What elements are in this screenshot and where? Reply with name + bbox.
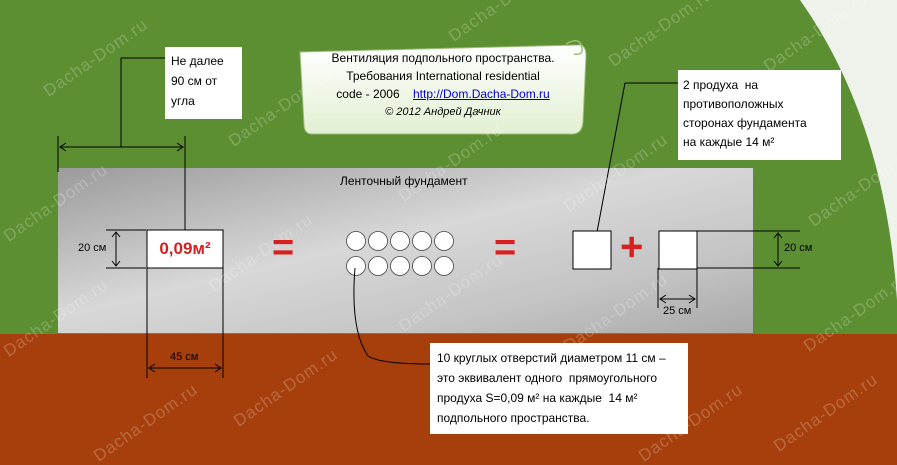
title-code: code - 2006 xyxy=(336,87,400,101)
bottom-note: 10 круглых отверстий диаметром 11 см – э… xyxy=(430,343,688,434)
equals-sign: = xyxy=(272,227,295,269)
left-vent xyxy=(146,229,224,269)
right-vents xyxy=(596,82,800,308)
right-width-label: 25 см xyxy=(663,305,692,317)
title-box: Вентиляция подпольного пространства. Тре… xyxy=(312,49,574,121)
holes-leader xyxy=(353,267,431,365)
distance-note-line: Не далее xyxy=(171,54,224,68)
bottom-note-line: 10 круглых отверстий диаметром 11 см – xyxy=(437,351,666,365)
bottom-note-line: это эквивалент одного прямоугольного xyxy=(437,371,658,385)
left-height-label: 20 см xyxy=(78,242,107,254)
bottom-note-line: подпольного пространства. xyxy=(437,411,590,425)
plus-sign: + xyxy=(620,225,644,269)
bottom-note-line: продуха S=0,09 м² на каждые 14 м² xyxy=(437,391,638,405)
distance-note: Не далее 90 см от угла xyxy=(165,47,242,119)
right-note-line: 2 продуха на xyxy=(683,78,759,92)
vent-holes xyxy=(346,231,454,276)
copyright: © 2012 Андрей Дачник xyxy=(385,106,501,118)
title-line-3: code - 2006 http://Dom.Dacha-Dom.ru xyxy=(312,85,574,103)
title-line-2: Требования International residential xyxy=(346,69,540,83)
title-scroll xyxy=(299,44,587,135)
distance-note-line: угла xyxy=(171,94,195,108)
right-note-line: противоположных xyxy=(683,97,784,111)
right-vent-a xyxy=(572,230,612,270)
left-width-label: 45 см xyxy=(170,351,199,363)
title-line-1: Вентиляция подпольного пространства. xyxy=(331,51,555,65)
left-vent-dimensions xyxy=(57,57,224,378)
distance-note-line: 90 см от xyxy=(171,74,218,88)
right-vent-b xyxy=(658,230,698,270)
right-height-label: 20 см xyxy=(784,242,813,254)
sky-corner xyxy=(800,0,897,300)
site-link[interactable]: http://Dom.Dacha-Dom.ru xyxy=(413,87,550,101)
right-note: 2 продуха на противоположных сторонах фу… xyxy=(678,70,841,160)
vent-area-label: 0,09м² xyxy=(159,239,211,258)
right-note-line: на каждые 14 м² xyxy=(683,135,775,149)
foundation-label: Ленточный фундамент xyxy=(340,174,468,188)
right-note-line: сторонах фундамента xyxy=(683,116,807,130)
scroll-curl xyxy=(565,40,583,56)
equals-sign: = xyxy=(494,227,517,269)
